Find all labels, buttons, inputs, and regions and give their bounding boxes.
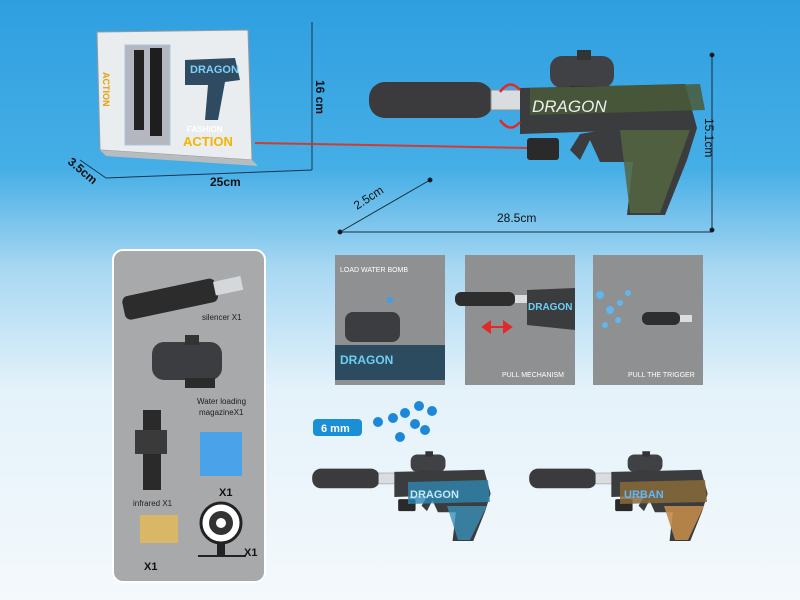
box-action-text: ACTION <box>183 134 233 149</box>
infrared-image <box>135 410 167 490</box>
step-trigger: PULL THE TRIGGER <box>593 255 703 385</box>
variant-urban-grip <box>664 506 704 540</box>
bead-size-label: 6 mm <box>321 423 350 435</box>
beads-qty-label: X1 <box>219 487 232 499</box>
packs-qty-label: X1 <box>144 561 157 573</box>
step-load: LOAD WATER BOMB DRAGON <box>335 255 445 385</box>
variant-urban-decal-text: URBAN <box>624 489 664 501</box>
magazine-label-2: magazineX1 <box>199 408 244 417</box>
step-pull: DRAGON PULL MECHANISM <box>455 255 575 385</box>
variant-dragon-decal-text: DRAGON <box>410 489 459 501</box>
double-arrow-icon <box>481 320 513 334</box>
infrared-label: infrared X1 <box>133 499 173 508</box>
box-width-label: 25cm <box>210 175 241 189</box>
gun-dimensions <box>337 52 715 235</box>
variant-dragon-grip <box>447 506 487 540</box>
box-dimensions <box>79 22 313 179</box>
magazine-label-1: Water loading <box>197 397 246 406</box>
target-qty-label: X1 <box>244 547 257 559</box>
silencer-label: silencer X1 <box>202 313 242 322</box>
main-gun-decal-text: DRAGON <box>532 97 607 116</box>
product-box: DRAGON FASHION ACTION ACTION <box>96 29 258 166</box>
laser-beam <box>254 142 531 149</box>
rotate-arrow-icon <box>498 119 521 129</box>
variant-urban-decal <box>620 480 707 504</box>
target-image <box>198 501 246 557</box>
box-fashion-text: FASHION <box>187 125 223 134</box>
variant-dragon-decal <box>408 480 490 504</box>
water-splash-image <box>596 290 631 328</box>
rotate-arrow-icon <box>498 83 521 93</box>
step-load-label: LOAD WATER BOMB <box>340 267 408 274</box>
bead-packs-image <box>140 515 178 543</box>
step-load-decal: DRAGON <box>340 353 393 367</box>
gun-length-label: 28.5cm <box>497 211 536 225</box>
box-depth-label: 3.5cm <box>65 155 100 188</box>
beads-pack-image <box>200 432 242 476</box>
step-pull-decal: DRAGON <box>528 302 572 313</box>
silencer-image <box>122 276 244 320</box>
box-brand-text: DRAGON <box>190 64 239 76</box>
step-trigger-label: PULL THE TRIGGER <box>628 372 695 379</box>
bead-size-badge <box>313 419 362 436</box>
water-beads-image <box>373 401 437 442</box>
main-gun-decal <box>530 84 705 115</box>
snake-grip-decal <box>620 130 690 213</box>
accessories-panel <box>112 249 266 583</box>
gun-height-label: 15.1cm <box>702 118 716 157</box>
scope-image <box>152 335 222 388</box>
box-height-label: 16 cm <box>313 80 327 114</box>
step-pull-label: PULL MECHANISM <box>502 372 564 379</box>
box-side-text: ACTION <box>101 72 111 107</box>
